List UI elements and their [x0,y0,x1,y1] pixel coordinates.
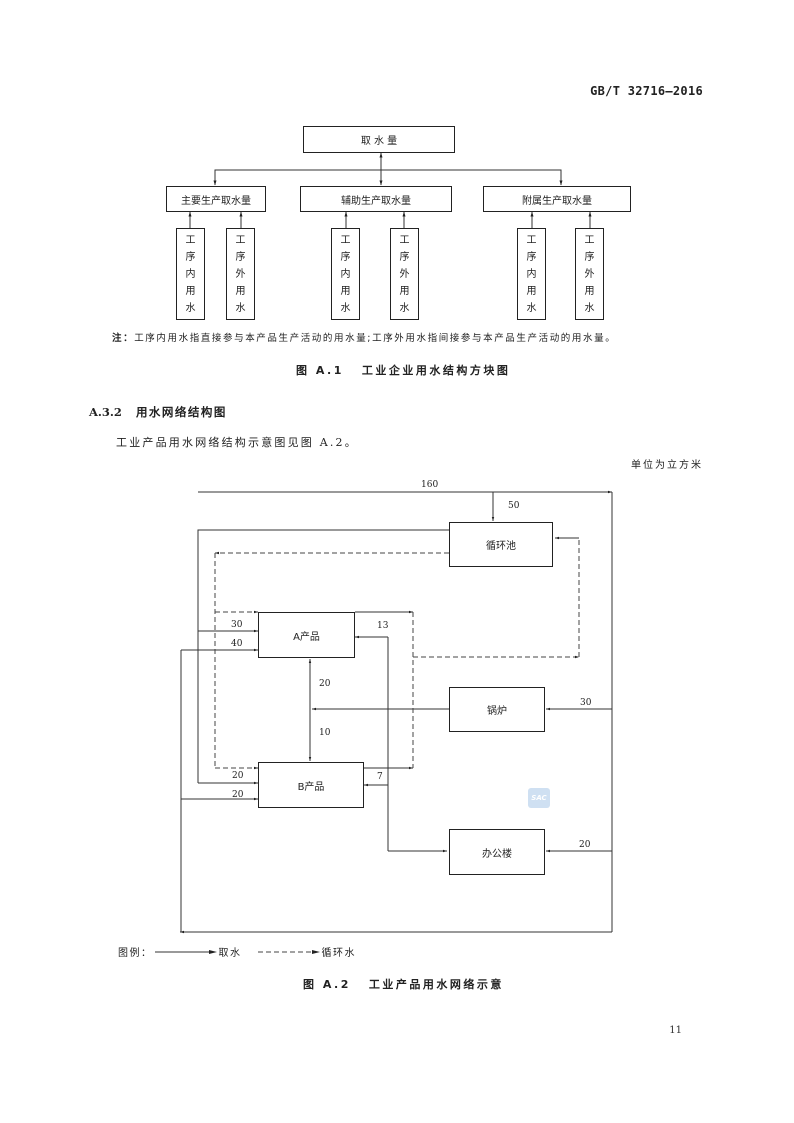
char: 工 [399,234,410,246]
section-paragraph: 工业产品用水网络结构示意图见图 A.2。 [116,436,358,449]
char: 序 [399,251,410,263]
sac-watermark-logo: SAC [528,788,550,808]
section-title: 用水网络结构图 [135,405,227,419]
char: 水 [584,302,595,314]
char: 水 [185,302,196,314]
legend-solid-label: 取水 [218,948,242,959]
node-label: 附属生产取水量 [522,195,592,207]
node-in-process-water: 工 序 内 用 水 [517,228,546,320]
flow-label-total: 160 [421,480,439,490]
caption-number: 图 A.1 [296,364,344,377]
char: 外 [235,268,246,280]
char: 内 [526,268,537,280]
standard-code: GB/T 32716—2016 [590,84,703,98]
char: 水 [399,302,410,314]
flow-label-to-b-20b: 20 [232,790,244,800]
flow-label-a-b-10: 10 [319,728,331,738]
node-main-production: 主要生产取水量 [166,186,266,212]
char: 用 [526,285,537,297]
char: 工 [584,234,595,246]
flow-label-a-b-20: 20 [319,679,331,689]
char: 序 [340,251,351,263]
node-product-b: B产品 [258,762,364,808]
node-total-intake: 取 水 量 [303,126,455,153]
flow-label-to-a-30: 30 [231,620,243,630]
char: 序 [526,251,537,263]
node-auxiliary-production: 辅助生产取水量 [300,186,452,212]
flow-label-to-b-7: 7 [377,772,383,782]
node-in-process-water: 工 序 内 用 水 [331,228,360,320]
node-label: 锅炉 [487,706,507,717]
char: 水 [235,302,246,314]
legend-dashed-label: 循环水 [321,948,356,959]
flow-label-to-boiler: 30 [580,698,592,708]
unit-note: 单位为立方米 [631,460,703,471]
char: 用 [185,285,196,297]
figure-a1-caption: 图 A.1 工业企业用水结构方块图 [296,362,510,378]
note-text: 工序内用水指直接参与本产品生产活动的用水量;工序外用水指间接参与本产品生产活动的… [134,333,617,344]
section-number: A.3.2 [89,405,122,419]
figure-a2-caption: 图 A.2 工业产品用水网络示意 [303,976,504,992]
node-label: A产品 [293,631,320,643]
char: 外 [584,268,595,280]
node-product-a: A产品 [258,612,355,658]
figure-a1-note: 注：工序内用水指直接参与本产品生产活动的用水量;工序外用水指间接参与本产品生产活… [112,330,616,344]
node-in-process-water: 工 序 内 用 水 [176,228,205,320]
node-out-process-water: 工 序 外 用 水 [226,228,255,320]
char: 序 [235,251,246,263]
flow-label-to-office: 20 [579,840,591,850]
node-label: B产品 [297,781,325,793]
char: 外 [399,268,410,280]
node-label: 办公楼 [482,848,512,860]
flow-label-to-b-20a: 20 [232,771,244,781]
char: 工 [340,234,351,246]
char: 水 [526,302,537,314]
char: 内 [340,268,351,280]
node-out-process-water: 工 序 外 用 水 [390,228,419,320]
char: 序 [185,251,196,263]
char: 工 [235,234,246,246]
char: 用 [399,285,410,297]
node-out-process-water: 工 序 外 用 水 [575,228,604,320]
char: 用 [235,285,246,297]
flow-label-to-pool: 50 [508,501,520,511]
caption-text: 工业产品用水网络示意 [368,978,504,991]
node-affiliated-production: 附属生产取水量 [483,186,631,212]
char: 水 [340,302,351,314]
node-label: 主要生产取水量 [181,195,251,207]
figure-a2-legend: 图例： 取水 循环水 [118,944,356,959]
node-office-building: 办公楼 [449,829,545,875]
legend-label: 图例： [118,948,153,959]
page-number: 11 [669,1025,682,1036]
char: 内 [185,268,196,280]
section-heading: A.3.2 用水网络结构图 [89,404,227,420]
caption-text: 工业企业用水结构方块图 [361,364,511,377]
node-label: 循环池 [486,541,516,552]
char: 用 [584,285,595,297]
char: 工 [185,234,196,246]
legend-solid-line-icon [154,949,217,954]
caption-number: 图 A.2 [303,978,351,991]
legend-dashed-line-icon [257,949,320,954]
flow-label-to-a-13: 13 [377,621,389,631]
node-boiler: 锅炉 [449,687,545,732]
char: 序 [584,251,595,263]
node-circulation-pool: 循环池 [449,522,553,567]
flow-pool-left [197,529,449,783]
node-label: 辅助生产取水量 [341,195,411,207]
node-label: 取 水 量 [360,136,398,147]
char: 工 [526,234,537,246]
flow-label-to-a-40: 40 [231,639,243,649]
char: 用 [340,285,351,297]
note-label: 注： [112,333,135,344]
